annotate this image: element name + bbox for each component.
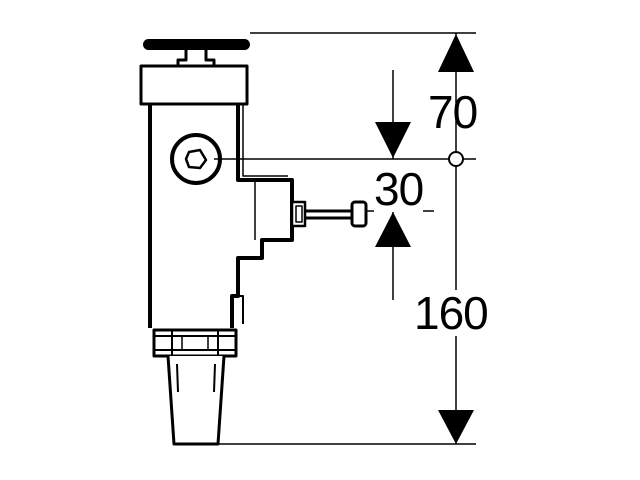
handle xyxy=(143,39,250,68)
arrow-up-gap xyxy=(375,212,411,247)
union-nut xyxy=(152,328,238,358)
arrow-down-gap xyxy=(375,122,411,158)
valve-cap xyxy=(139,64,249,106)
outlet-pipe xyxy=(166,355,226,446)
dimension-label-160: 160 xyxy=(414,287,489,339)
arrow-up-top xyxy=(438,34,474,72)
valve-body xyxy=(148,104,294,328)
arrow-down-bottom xyxy=(438,410,474,444)
overall-dimension-line xyxy=(448,33,464,444)
dimension-label-70: 70 xyxy=(428,86,478,138)
dimension-label-30: 30 xyxy=(374,163,424,215)
push-button xyxy=(290,200,368,228)
hex-nut xyxy=(170,133,222,185)
